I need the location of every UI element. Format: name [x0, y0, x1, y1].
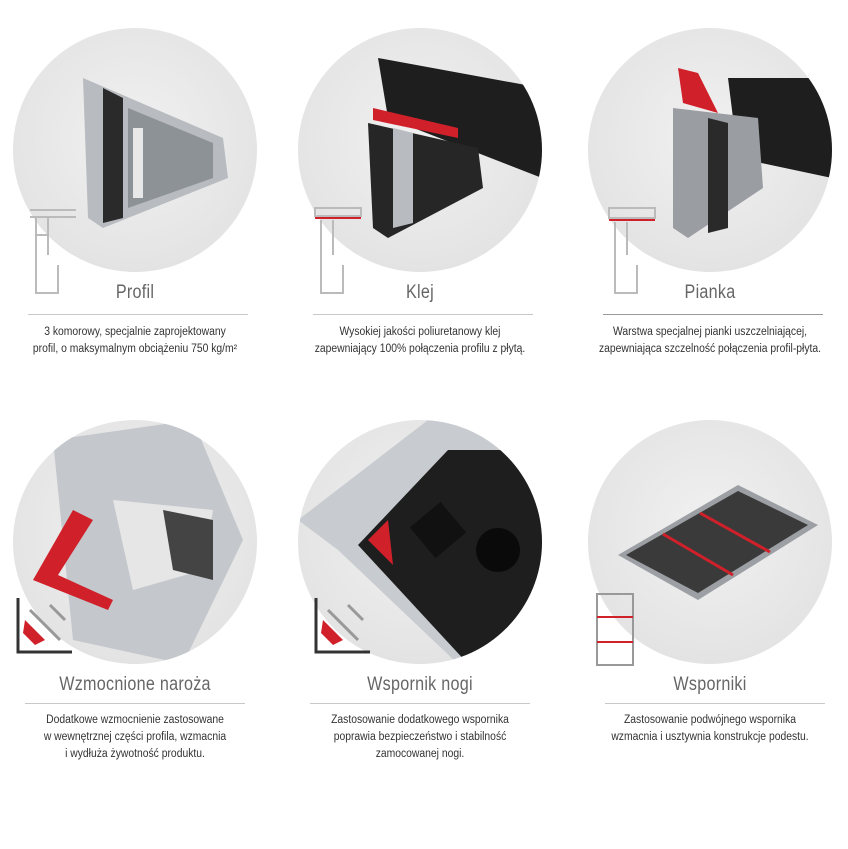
feature-title: Klej [406, 282, 434, 303]
feature-wspornik-nogi: Wspornik nogi Zastosowanie dodatkowego w… [285, 390, 555, 790]
klej-image [298, 28, 542, 272]
feature-klej: Klej Wysokiej jakości poliuretanowy klej… [285, 0, 555, 380]
feature-wsporniki: Wsporniki Zastosowanie podwójnego wsporn… [575, 390, 845, 790]
feature-pianka: Pianka Warstwa specjalnej pianki uszczel… [575, 0, 845, 380]
corner-diagram-icon [314, 598, 370, 654]
feature-title: Wspornik nogi [367, 674, 473, 695]
divider [313, 314, 533, 315]
profil-image [13, 28, 257, 272]
wspornik-nogi-image [298, 420, 542, 664]
divider [25, 703, 245, 704]
divider [605, 703, 825, 704]
wsporniki-image [588, 420, 832, 664]
feature-title: Pianka [684, 282, 736, 303]
frame-diagram-icon [596, 593, 634, 666]
feature-title: Wsporniki [673, 674, 747, 695]
profile-cross-section-icon [30, 209, 76, 294]
feature-profil: Profil 3 komorowy, specjalnie zaprojekto… [0, 0, 270, 380]
divider [603, 314, 823, 315]
feature-description: Warstwa specjalnej pianki uszczelniające… [598, 326, 822, 355]
feature-title: Wzmocnione naroża [59, 674, 211, 695]
pianka-image [588, 28, 832, 272]
profile-cross-section-icon [314, 207, 362, 294]
profile-cross-section-icon [608, 207, 656, 294]
divider [28, 314, 248, 315]
naroza-image [13, 420, 257, 664]
feature-title: Profil [115, 282, 155, 303]
feature-wzmocnione-naroza: Wzmocnione naroża Dodatkowe wzmocnienie … [0, 390, 270, 790]
divider [310, 703, 530, 704]
corner-diagram-icon [16, 598, 72, 654]
